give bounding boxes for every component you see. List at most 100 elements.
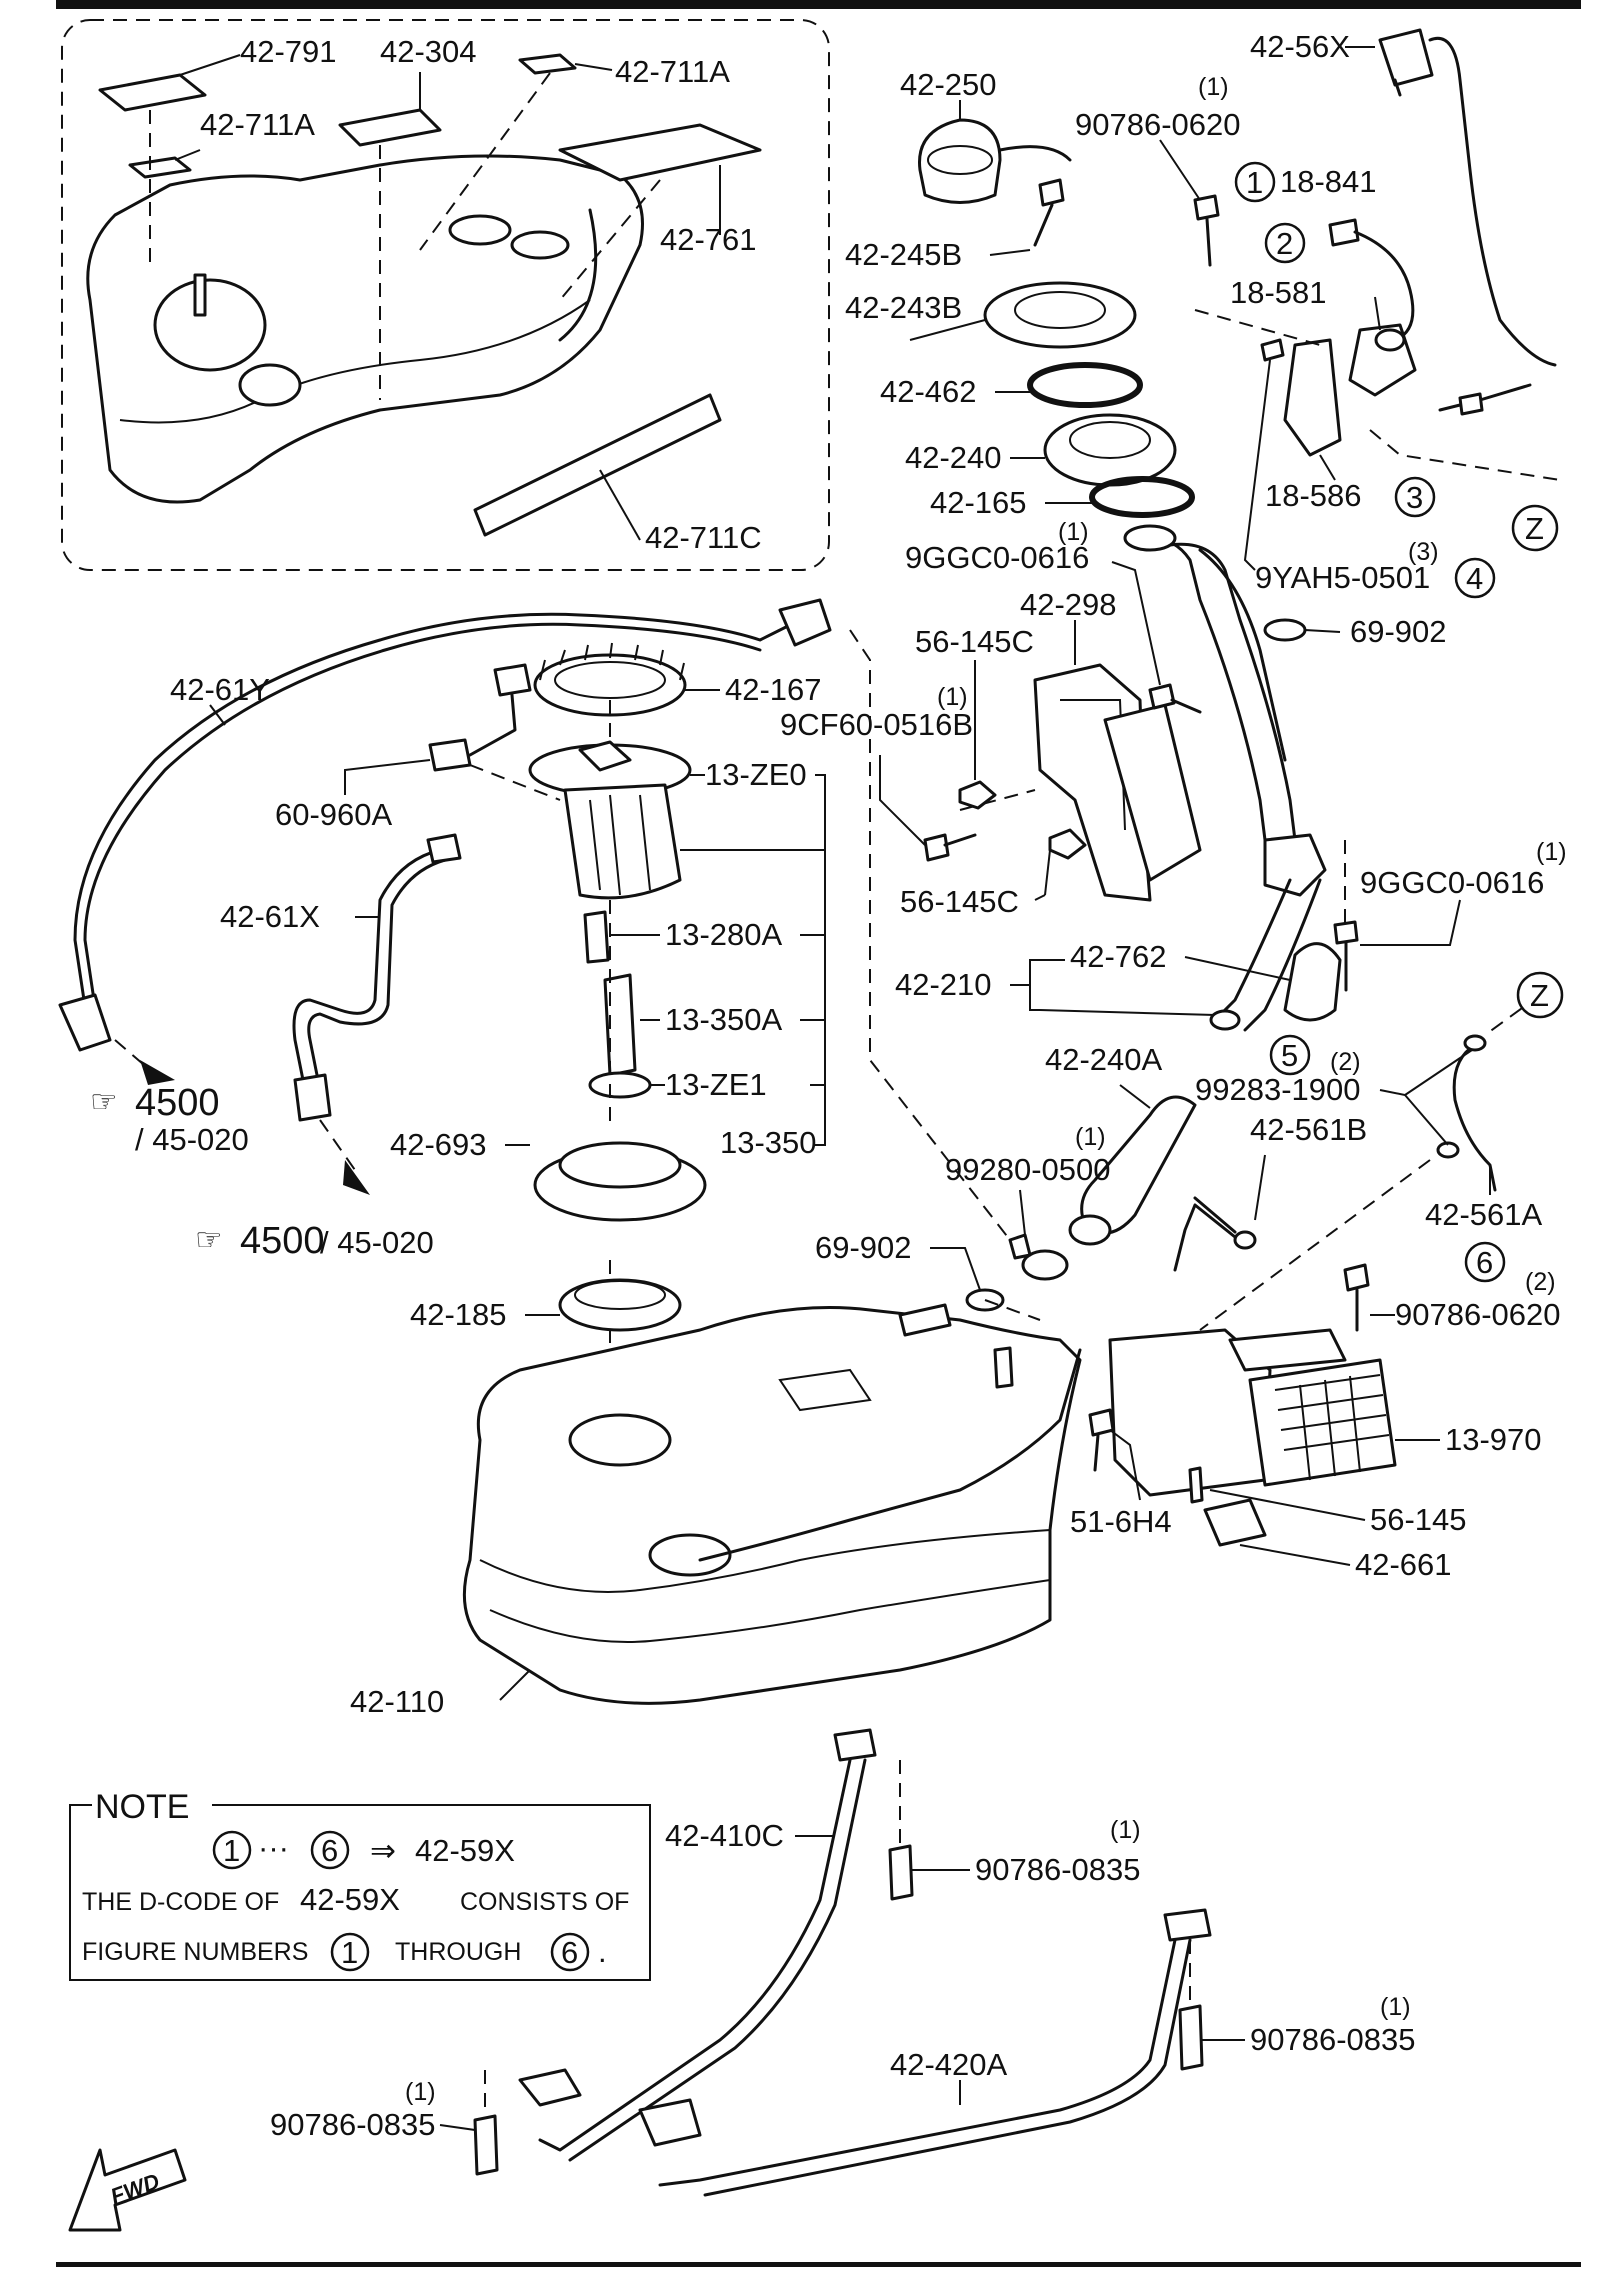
bolt-9CF60-0516B-shaft xyxy=(943,833,977,847)
clip-56-145C-a xyxy=(958,780,997,810)
leader-42-245B xyxy=(989,249,1031,256)
harness-18-841 xyxy=(1353,230,1415,342)
label-13-970: 13-970 xyxy=(1445,1422,1542,1457)
canister-13-970-grille xyxy=(1248,1358,1397,1487)
tank-pump-opening xyxy=(568,1413,672,1467)
note-line3-mid: THROUGH xyxy=(395,1938,521,1966)
hand-icon-1: ☞ xyxy=(90,1084,118,1119)
leader-42-243B xyxy=(909,319,986,341)
bolt-9GGC0-0616-a xyxy=(1148,683,1176,710)
note-line2-b: CONSISTS OF xyxy=(460,1888,629,1916)
dash-vent-a xyxy=(1194,309,1321,346)
inset-border xyxy=(61,19,830,571)
label-42-693: 42-693 xyxy=(390,1127,487,1162)
marker-z-2-text: Z xyxy=(1530,978,1549,1013)
ref-arrow-1-head xyxy=(140,1060,175,1085)
label-42-304: 42-304 xyxy=(380,34,477,69)
tube-42-561B-b xyxy=(1193,1196,1237,1234)
fuel-cap-tether xyxy=(998,145,1072,162)
label-42-761: 42-761 xyxy=(660,222,757,257)
label-90786-0835-a: 90786-0835 xyxy=(975,1852,1141,1887)
seal-42-240-inner xyxy=(1069,421,1151,459)
bolt-90786-0835-a xyxy=(888,1844,914,1901)
leader-18-581 xyxy=(1374,296,1381,331)
bolt-9CF60-0516B xyxy=(923,833,950,862)
label-42-240A: 42-240A xyxy=(1045,1042,1163,1077)
label-9CF60-0516B: 9CF60-0516B xyxy=(780,707,973,742)
line-42-61Y-b xyxy=(83,622,762,1042)
marker-2 xyxy=(1264,222,1306,264)
inset-filler-ring xyxy=(238,363,302,407)
label-99283-1900: 99283-1900 xyxy=(1195,1072,1361,1107)
inset-lead-3 xyxy=(419,72,551,251)
fuel-tank-42-110: 42-110 xyxy=(350,1303,1082,1719)
marker-4-text: 4 xyxy=(1466,561,1483,596)
strap-42-410C-b xyxy=(568,1758,867,2162)
note-line3-circle-1-text: 1 xyxy=(341,1935,358,1970)
dash-vent-b xyxy=(1369,429,1561,481)
filler-neck-mouth xyxy=(1123,524,1177,552)
bolt-9GGC0-0616-a-shaft xyxy=(1170,698,1202,714)
leader-99283-1900-b xyxy=(1404,1049,1473,1096)
label-13-ZE1: 13-ZE1 xyxy=(665,1067,767,1102)
label-90786-0835-b: 90786-0835 xyxy=(1250,2022,1416,2057)
marker-z-1-text: Z xyxy=(1525,511,1544,546)
leader-42-711C xyxy=(599,469,641,541)
label-13-350: 13-350 xyxy=(720,1125,817,1160)
label-42-185: 42-185 xyxy=(410,1297,507,1332)
label-42-245B: 42-245B xyxy=(845,237,962,272)
label-42-762: 42-762 xyxy=(1070,939,1167,974)
leader-51-6H4 xyxy=(1109,1429,1141,1501)
marker-1 xyxy=(1234,161,1276,203)
label-42-661: 42-661 xyxy=(1355,1547,1452,1582)
leader-99283-1900 xyxy=(1379,1089,1449,1146)
inset-tank xyxy=(86,154,644,504)
label-9GGC0-0616-b: 9GGC0-0616 xyxy=(1360,865,1544,900)
strap-42-420A-tab xyxy=(1163,1908,1212,1942)
label-42-561A: 42-561A xyxy=(1425,1197,1543,1232)
strap-42-410C-tab xyxy=(833,1728,877,1762)
fuel-cap-ring xyxy=(927,145,993,175)
line-42-61X-conn xyxy=(426,833,462,864)
clip-56-145 xyxy=(1188,1466,1204,1504)
leader-42-791 xyxy=(179,54,241,76)
inset-lead-4 xyxy=(559,179,661,301)
canister-top-ports xyxy=(1228,1328,1347,1372)
marker-2-text: 2 xyxy=(1276,226,1293,261)
inset-pump-pin xyxy=(193,273,207,317)
label-9GGC0-0616-a: 9GGC0-0616 xyxy=(905,540,1089,575)
label-56-145C-b: 56-145C xyxy=(900,884,1019,919)
tank-filler-opening xyxy=(648,1533,732,1577)
ref-arrow-2-dash xyxy=(319,1119,356,1171)
pad-42-791 xyxy=(98,73,207,112)
note-arrow: ⇒ xyxy=(370,1833,396,1868)
qty-9YAH5-0501: (3) xyxy=(1408,538,1439,566)
note-circle-1 xyxy=(212,1830,252,1870)
pad-42-711A-left xyxy=(128,156,192,179)
leader-42-110 xyxy=(499,1669,531,1701)
strap-42-410C-end xyxy=(518,2068,582,2107)
note-title-mask xyxy=(92,1785,212,1821)
hose-clip xyxy=(1458,392,1484,416)
strap-42-410C-a xyxy=(538,1758,852,2152)
dash-60-960A xyxy=(469,764,561,801)
label-42-167: 42-167 xyxy=(725,672,822,707)
qty-90786-0835-c: (1) xyxy=(405,2078,436,2106)
clip-56-145C-b xyxy=(1048,828,1087,860)
bolt-42-245B-shaft xyxy=(1033,203,1054,247)
pad-42-304 xyxy=(338,108,442,147)
seal-42-240 xyxy=(1043,413,1177,487)
tank-recess xyxy=(778,1368,872,1412)
qty-99283-1900: (2) xyxy=(1330,1048,1361,1076)
qty-99280-0500: (1) xyxy=(1075,1123,1106,1151)
leader-42-711A-left xyxy=(174,149,201,161)
marker-3 xyxy=(1394,476,1436,518)
label-51-6H4: 51-6H4 xyxy=(1070,1504,1172,1539)
note-circle-6-text: 6 xyxy=(321,1833,338,1868)
bolt-90786-0835-b xyxy=(1178,2004,1204,2071)
insulator-inset: 42-791 42-304 42-711A 42-711A 42-761 42-… xyxy=(61,19,830,571)
note-circle-6 xyxy=(310,1830,350,1870)
note-line3-a: FIGURE NUMBERS xyxy=(82,1938,308,1966)
filler-neck-group: 42-250 42-245B 42-243B 42-462 42-240 42-… xyxy=(780,67,1297,919)
